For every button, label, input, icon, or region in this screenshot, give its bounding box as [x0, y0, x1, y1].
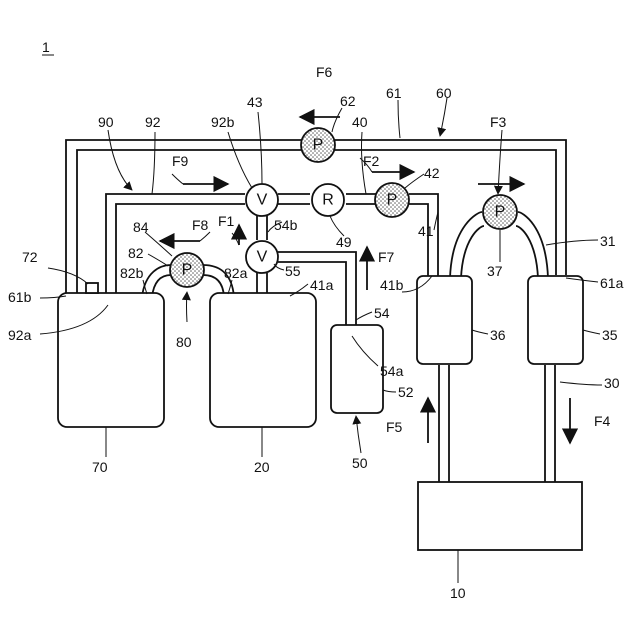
leader-90: [108, 130, 132, 190]
ref-50-label: 50: [352, 455, 368, 471]
flow-f4-label: F4: [594, 413, 611, 429]
pump-37: P: [483, 195, 517, 229]
container-70: [58, 293, 164, 427]
pump-37-glyph: P: [495, 204, 506, 221]
leader-42: [405, 174, 424, 188]
valve-55-glyph: V: [257, 249, 268, 266]
leader-92: [152, 132, 155, 194]
ref-10-label: 10: [450, 585, 466, 601]
ref-82b-label: 82b: [120, 265, 144, 281]
ref-61b-label: 61b: [8, 289, 32, 305]
flow-f9-label: F9: [172, 153, 189, 169]
ref-37-label: 37: [487, 263, 503, 279]
leader-54: [356, 312, 372, 320]
valve-43: V: [246, 184, 278, 216]
flow-f3-label: F3: [490, 114, 507, 130]
ref-54a-label: 54a: [380, 363, 404, 379]
leader-84: [145, 232, 172, 256]
ref-43-label: 43: [247, 94, 263, 110]
pump-42-glyph: P: [387, 192, 398, 209]
ref-31-label: 31: [600, 233, 616, 249]
leader-35: [583, 330, 600, 334]
leader-49: [330, 216, 344, 236]
leader-f8-tail: [200, 232, 210, 241]
ref-70-label: 70: [92, 459, 108, 475]
flow-f7-label: F7: [378, 249, 395, 265]
flow-f5-label: F5: [386, 419, 403, 435]
container-20: [210, 293, 316, 427]
ref-54b-label: 54b: [274, 217, 298, 233]
container-50: [331, 325, 383, 413]
ref-60-label: 60: [436, 85, 452, 101]
leader-72: [48, 268, 88, 284]
flow-f6-label: F6: [316, 64, 333, 80]
regulator-49: R: [312, 184, 344, 216]
ref-41b-label: 41b: [380, 277, 404, 293]
pump-62-glyph: P: [313, 137, 324, 154]
leader-60: [440, 98, 447, 136]
ref-62-label: 62: [340, 93, 356, 109]
ref-92a-label: 92a: [8, 327, 32, 343]
ref-80-label: 80: [176, 334, 192, 350]
ref-82a-label: 82a: [224, 265, 248, 281]
ref-52-label: 52: [398, 384, 414, 400]
device-10: [418, 482, 582, 550]
unit-35: [528, 276, 583, 364]
ref-90-label: 90: [98, 114, 114, 130]
flow-f2-label: F2: [363, 153, 380, 169]
ref-61a-label: 61a: [600, 275, 624, 291]
ref-61-label: 61: [386, 85, 402, 101]
ref-36-label: 36: [490, 327, 506, 343]
ref-82-label: 82: [128, 245, 144, 261]
leader-50: [356, 416, 361, 453]
ref-41a-label: 41a: [310, 277, 334, 293]
ref-42-label: 42: [424, 165, 440, 181]
ref-72-label: 72: [22, 249, 38, 265]
leader-f9-tail: [172, 174, 183, 184]
ref-92-label: 92: [145, 114, 161, 130]
figure-number: 1: [42, 39, 50, 55]
valve-55: V: [246, 241, 278, 273]
pump-42: P: [375, 183, 409, 217]
ref-49-label: 49: [336, 234, 352, 250]
pump-80-glyph: P: [182, 262, 193, 279]
leader-31: [546, 240, 598, 245]
leader-61: [398, 100, 400, 138]
leader-80: [187, 292, 188, 322]
leader-62: [332, 108, 342, 132]
leader-30: [560, 382, 602, 385]
line-41-right-inner: [409, 204, 428, 278]
ref-55-label: 55: [285, 263, 301, 279]
leader-52: [383, 390, 396, 392]
ref-92b-label: 92b: [211, 114, 235, 130]
ref-35-label: 35: [602, 327, 618, 343]
valve-43-glyph: V: [257, 192, 268, 209]
leader-82: [148, 254, 168, 266]
leader-36: [472, 330, 488, 334]
ref-84-label: 84: [133, 219, 149, 235]
pump-80: P: [170, 253, 204, 287]
leader-f1-tail: [232, 233, 239, 245]
pump-62: P: [301, 128, 335, 162]
ref-41-label: 41: [418, 223, 434, 239]
ref-40-label: 40: [352, 114, 368, 130]
flow-f1-label: F1: [218, 213, 235, 229]
unit-36: [417, 276, 472, 364]
cap-72: [86, 283, 98, 293]
ref-20-label: 20: [254, 459, 270, 475]
flow-f8-label: F8: [192, 217, 209, 233]
regulator-49-glyph: R: [322, 192, 334, 209]
ref-54-label: 54: [374, 305, 390, 321]
leader-43: [258, 112, 262, 184]
line-61-inner: [77, 150, 556, 295]
ref-30-label: 30: [604, 375, 620, 391]
